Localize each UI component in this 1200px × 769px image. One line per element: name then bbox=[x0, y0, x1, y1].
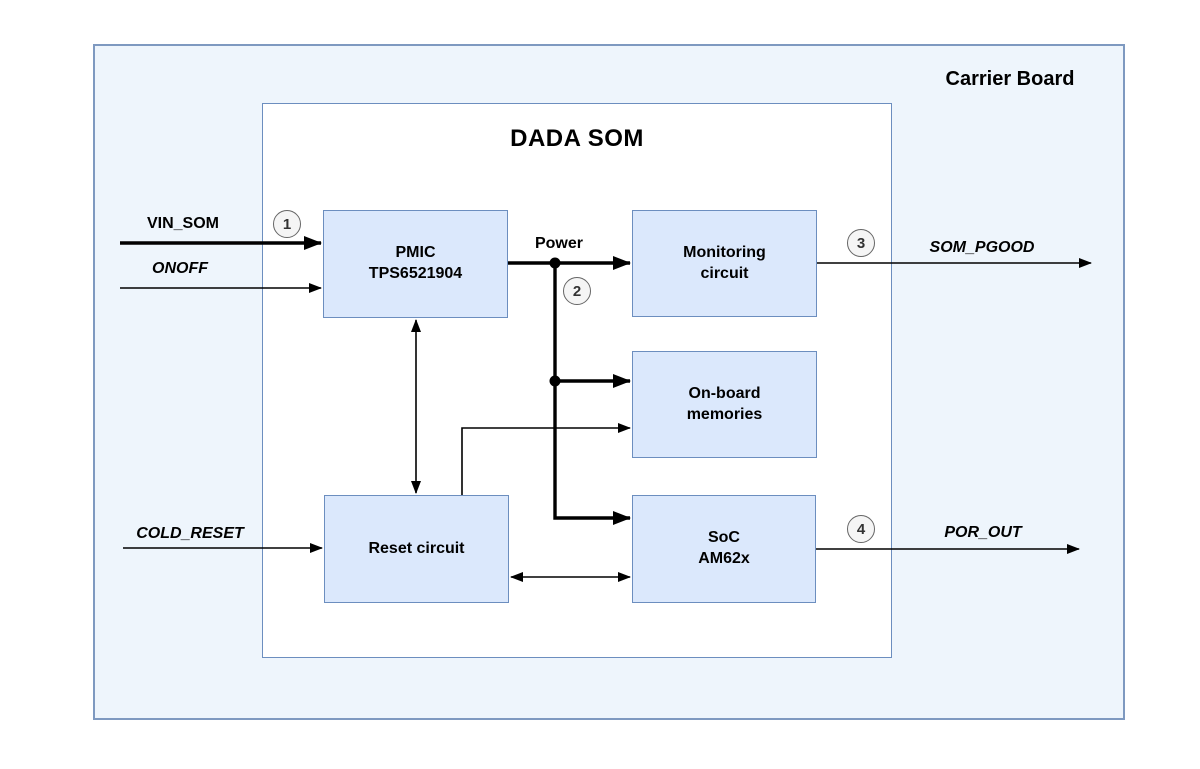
signal-label-vin-som: VIN_SOM bbox=[146, 215, 219, 232]
step-marker-3: 3 bbox=[847, 229, 875, 257]
signal-label-onoff: ONOFF bbox=[152, 260, 208, 277]
node-pmic: PMIC TPS6521904 bbox=[323, 210, 508, 318]
signal-label-por-out: POR_OUT bbox=[944, 524, 1022, 541]
signal-label-power: Power bbox=[534, 235, 583, 252]
signal-label-cold-reset: COLD_RESET bbox=[136, 525, 244, 542]
step-marker-2: 2 bbox=[563, 277, 591, 305]
node-monitoring-circuit: Monitoring circuit bbox=[632, 210, 817, 317]
node-onboard-memories: On-board memories bbox=[632, 351, 817, 458]
step-marker-4: 4 bbox=[847, 515, 875, 543]
dada-som-title: DADA SOM bbox=[510, 125, 644, 152]
node-soc: SoC AM62x bbox=[632, 495, 816, 603]
signal-label-som-pgood: SOM_PGOOD bbox=[929, 239, 1035, 256]
node-reset-circuit: Reset circuit bbox=[324, 495, 509, 603]
carrier-board-title: Carrier Board bbox=[945, 68, 1075, 90]
step-marker-1: 1 bbox=[273, 210, 301, 238]
